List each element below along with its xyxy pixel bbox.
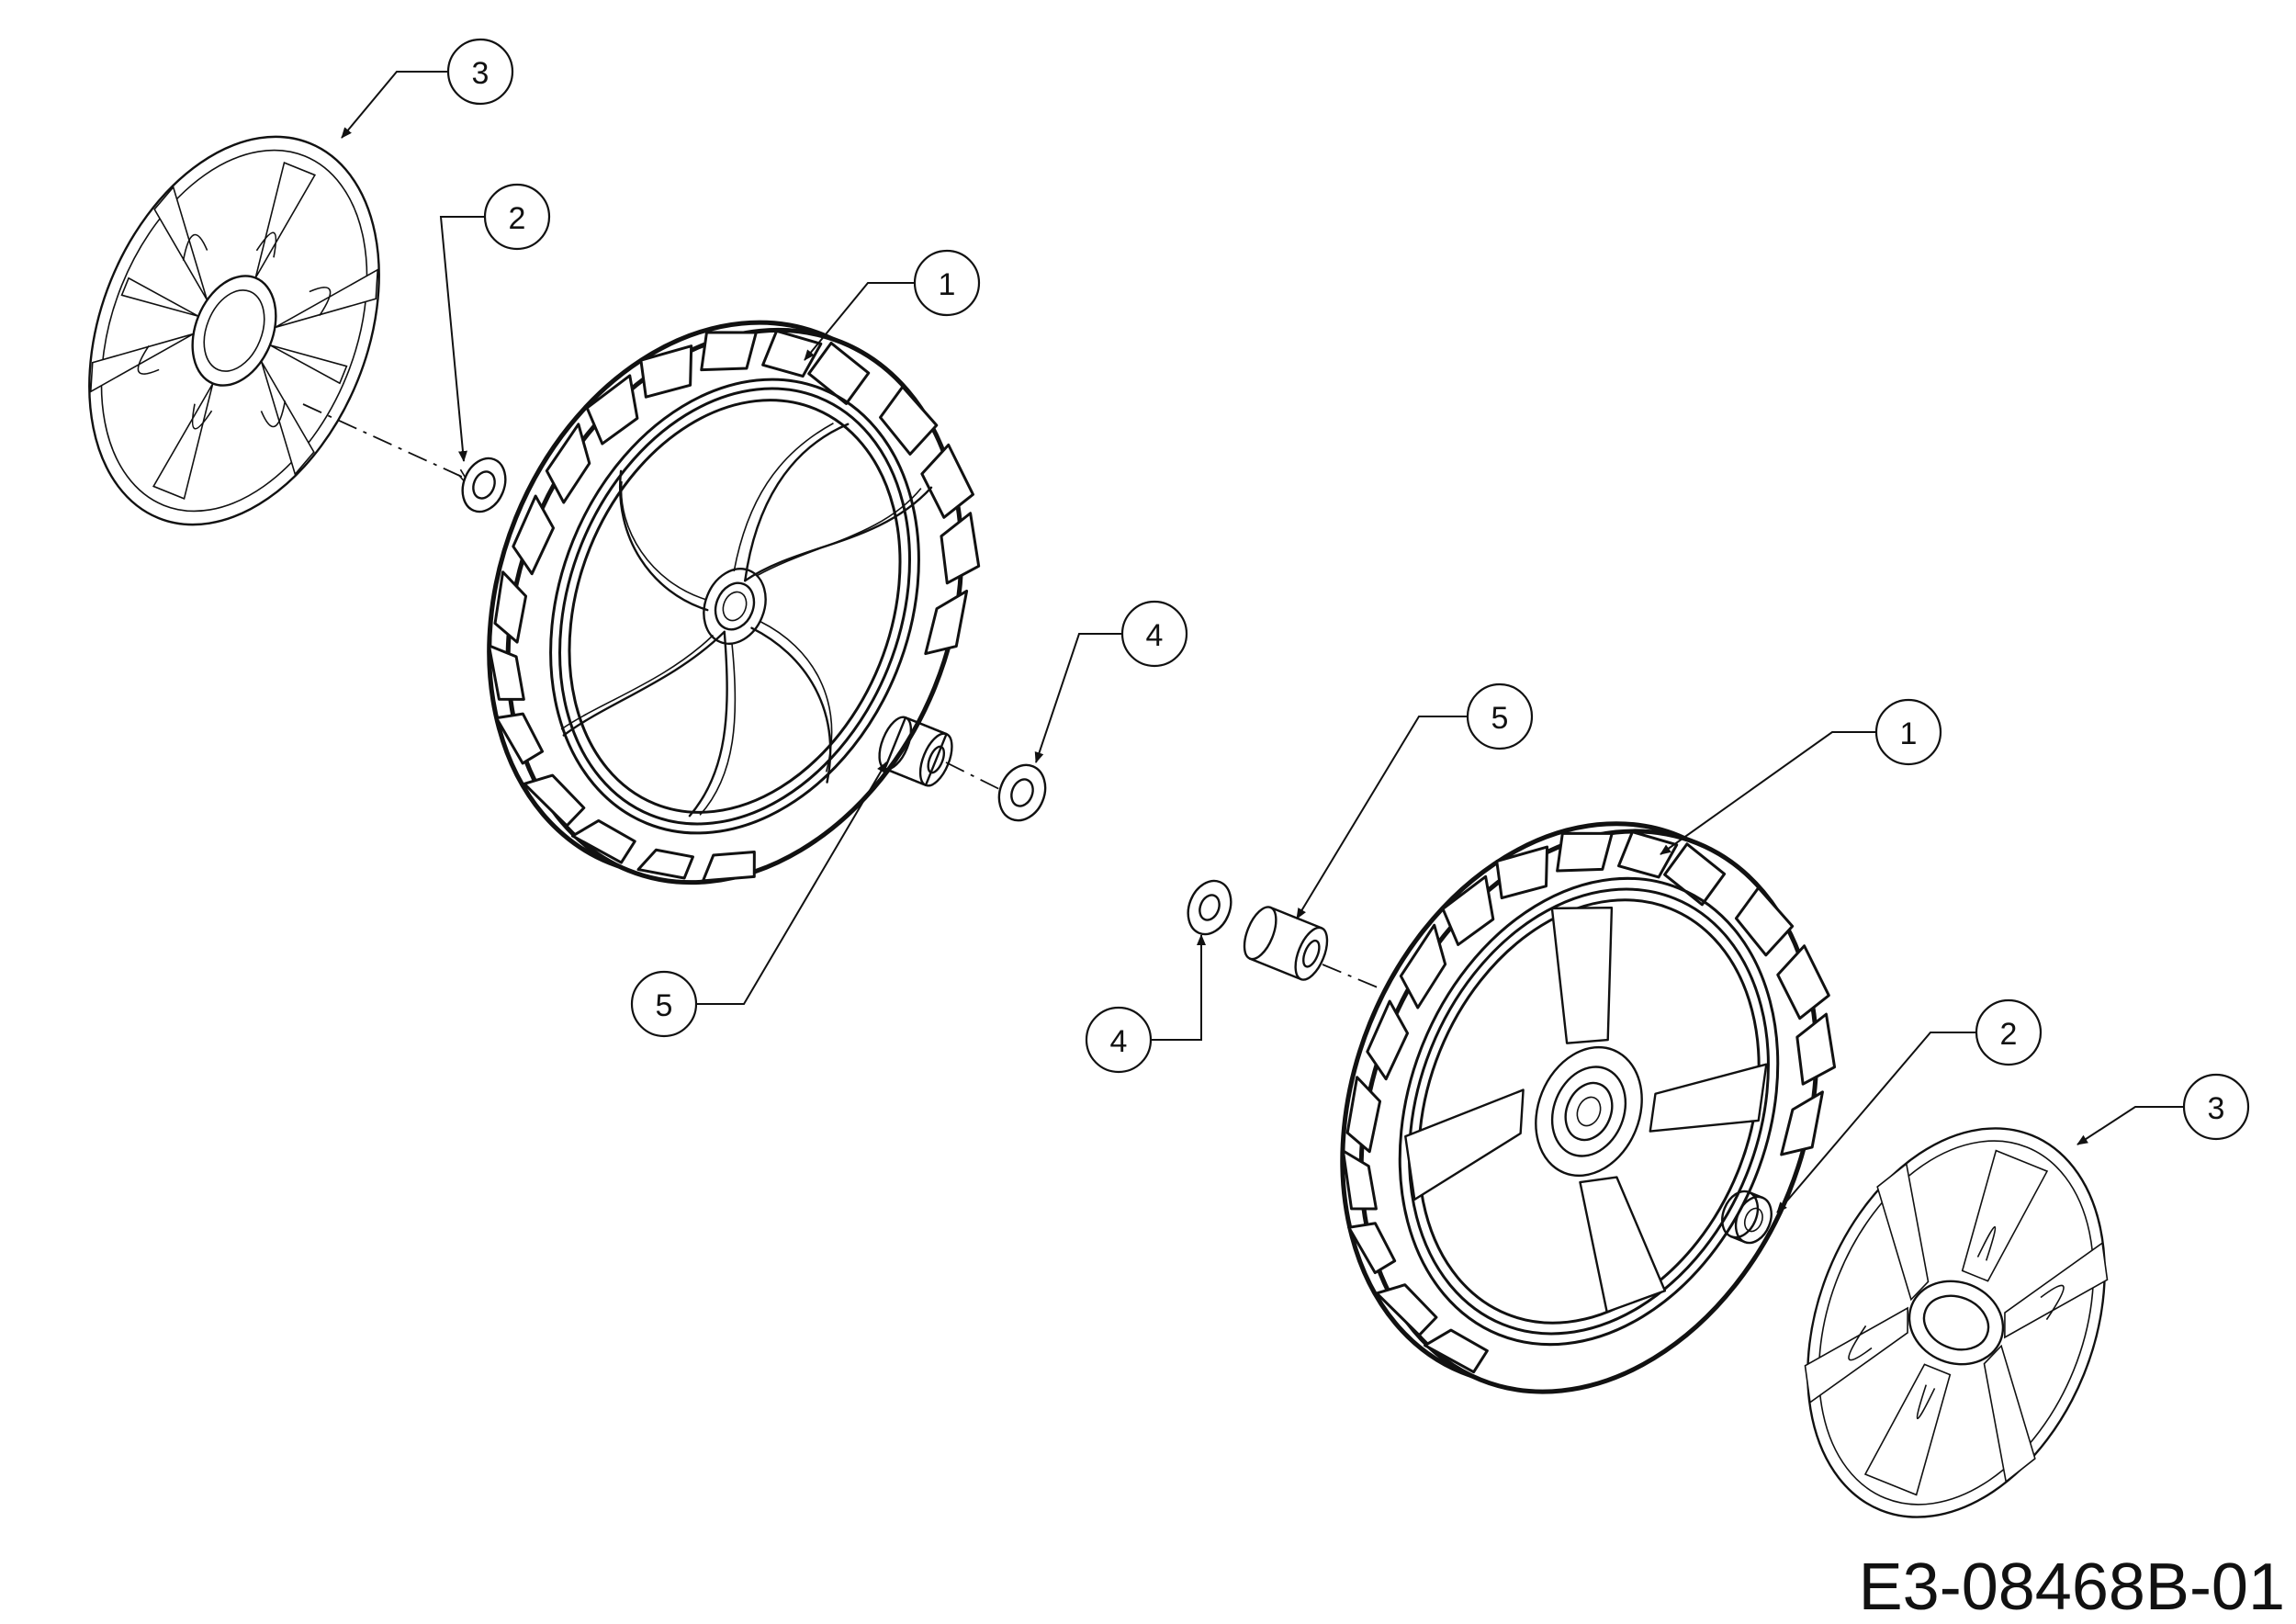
bushing-right [1721,1190,1773,1245]
svg-text:3: 3 [472,56,490,91]
spacer-right [1243,906,1329,981]
callout-4-mid: 4 [1085,1006,1153,1074]
callout-1-top: 1 [913,249,981,317]
washer-left [997,763,1047,822]
callout-1-right: 1 [1874,698,1942,766]
svg-text:1: 1 [939,267,956,302]
svg-text:2: 2 [509,201,526,236]
svg-text:4: 4 [1146,618,1164,653]
svg-text:5: 5 [1491,701,1509,736]
svg-text:3: 3 [2208,1091,2225,1126]
callout-4-top: 4 [1120,600,1188,668]
drawing-code-label: E3-08468B-01 [1859,1551,2285,1624]
svg-text:5: 5 [656,988,673,1023]
bushing-left [457,457,507,513]
hubcap-right [1804,1127,2109,1518]
svg-text:1: 1 [1900,716,1918,751]
svg-text:2: 2 [2000,1017,2018,1052]
callout-2-right: 2 [1975,998,2043,1066]
wheel-right [1340,821,1837,1394]
washer-right [1187,879,1232,936]
callout-3-right: 3 [2182,1073,2250,1141]
hubcap-left [88,135,380,526]
wheel-left [487,320,981,885]
svg-text:4: 4 [1110,1024,1128,1059]
callout-3-top: 3 [446,38,514,106]
callout-5-mid: 5 [1466,682,1534,750]
callout-5-left: 5 [630,970,698,1038]
callout-2-top: 2 [483,183,551,251]
